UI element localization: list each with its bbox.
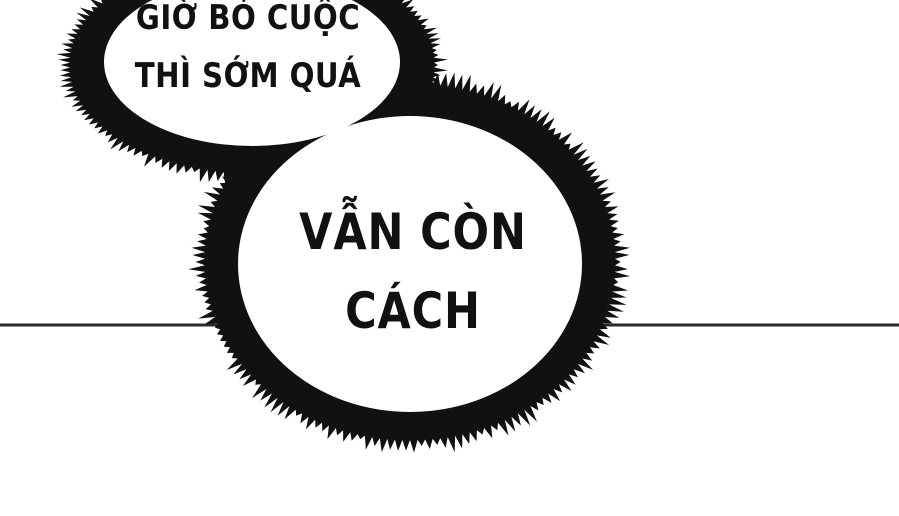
bubble-large-interior [238, 116, 582, 412]
speech-line-4: CÁCH [345, 282, 481, 340]
speech-line-2: THÌ SỚM QUÁ [134, 56, 362, 96]
speech-line-1: GIỜ BỎ CUỘC [135, 0, 361, 38]
bubble-fills [104, 0, 582, 412]
speech-line-3: VẪN CÒN [299, 203, 527, 261]
bubble-small-interior [104, 0, 400, 146]
